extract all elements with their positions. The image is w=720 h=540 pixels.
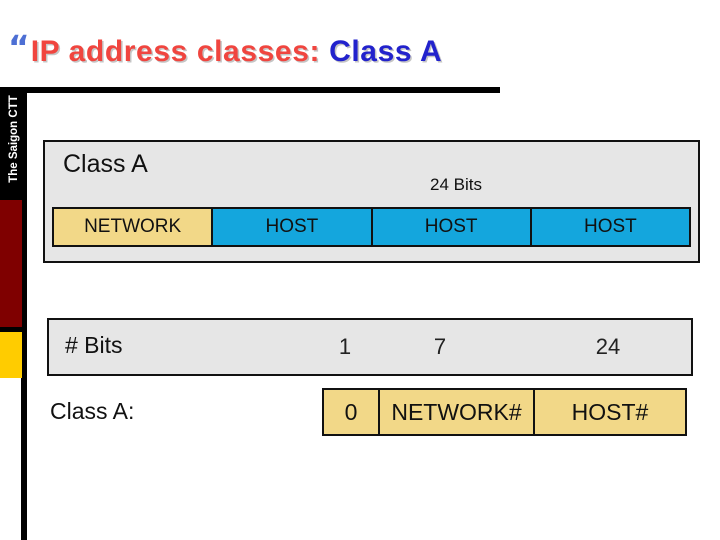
bit-count-row-label: # Bits	[65, 332, 123, 358]
class-a-row-label: Class A:	[50, 398, 135, 424]
field-host-number: HOST#	[535, 390, 685, 434]
segment-host-2: HOST	[372, 209, 532, 245]
class-a-segment-bar: NETWORK HOST HOST HOST	[52, 207, 691, 247]
page-title-main: IP address classes:	[30, 35, 321, 68]
field-leading-bit: 0	[324, 390, 380, 434]
field-network-number: NETWORK#	[380, 390, 535, 434]
bit-count-panel: # Bits 1 7 24	[47, 318, 693, 376]
sidebar-red-block	[0, 200, 22, 327]
class-a-field-boxes: 0 NETWORK# HOST#	[322, 388, 687, 436]
class-a-heading: Class A	[63, 150, 148, 178]
page-title-sub: Class A	[329, 35, 443, 68]
page-title: “ IP address classes: Class A	[8, 28, 443, 74]
sidebar-brand-label: The Saigon CTT	[8, 95, 20, 183]
sidebar-white-foot	[0, 378, 21, 540]
class-a-address-diagram: Class A 24 Bits NETWORK HOST HOST HOST	[43, 140, 700, 263]
segment-host-3: HOST	[531, 209, 689, 245]
segment-host-1: HOST	[213, 209, 373, 245]
sidebar-yellow-block	[0, 332, 22, 378]
segment-network: NETWORK	[54, 209, 214, 245]
bullet-quote-icon: “	[8, 28, 30, 67]
title-underline-bar	[0, 87, 500, 93]
arrow-label-24-bits: 24 Bits	[228, 172, 684, 198]
bit-count-value-1: 1	[338, 334, 352, 359]
bit-count-value-7: 7	[433, 334, 447, 359]
bit-count-value-24: 24	[595, 334, 621, 359]
